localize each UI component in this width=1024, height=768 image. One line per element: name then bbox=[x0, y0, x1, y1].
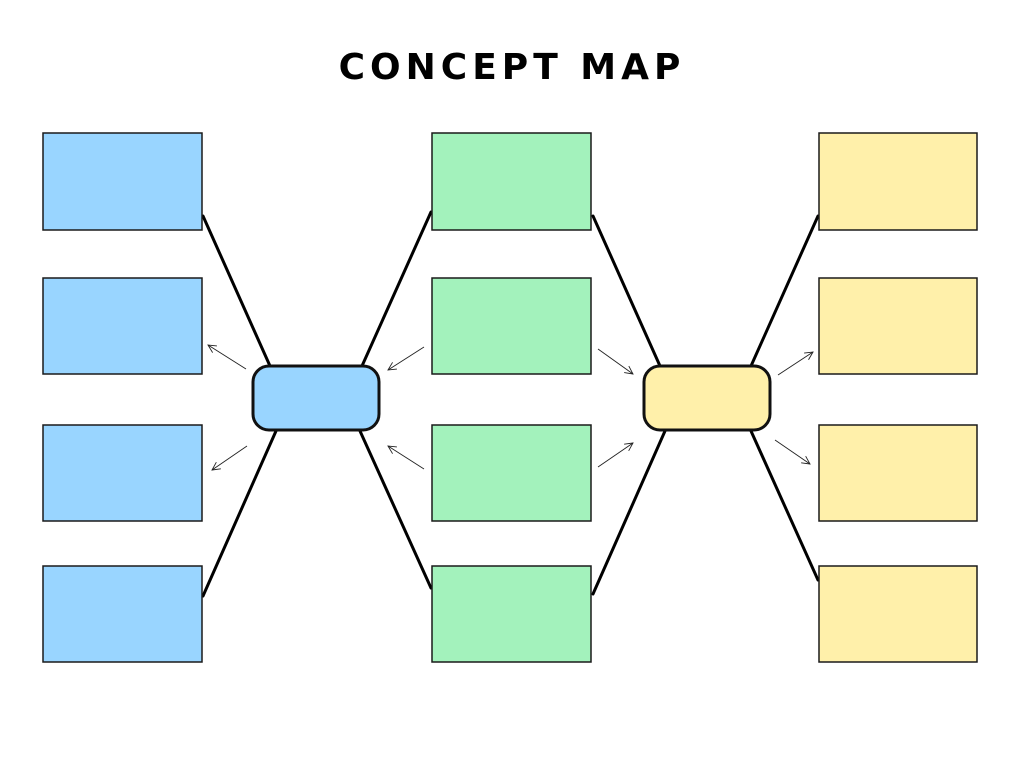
spoke-left-hub-to-left-box-4 bbox=[201, 429, 278, 598]
left-box-2[interactable] bbox=[42, 277, 203, 375]
page-title: CONCEPT MAP bbox=[338, 47, 686, 88]
arrow-center-box-2-to-right-hub bbox=[597, 348, 634, 375]
center-box-2[interactable] bbox=[431, 277, 592, 375]
spoke-right-hub-to-center-box-4 bbox=[591, 429, 667, 596]
arrow-right-hub-to-right-box-2 bbox=[777, 351, 814, 376]
spoke-left-hub-to-left-box-1 bbox=[201, 214, 272, 368]
center-box-4[interactable] bbox=[431, 565, 592, 663]
spoke-left-hub-to-center-box-4 bbox=[358, 429, 433, 590]
spoke-right-hub-to-center-box-1 bbox=[591, 214, 662, 368]
spoke-right-hub-to-right-box-4 bbox=[749, 429, 820, 582]
left-hub-node[interactable] bbox=[251, 364, 381, 432]
arrow-center-box-2-to-left-hub bbox=[387, 346, 425, 371]
right-box-3[interactable] bbox=[818, 424, 978, 522]
arrow-left-hub-to-left-box-3 bbox=[211, 445, 248, 471]
arrow-center-box-3-to-right-hub bbox=[597, 442, 634, 468]
arrow-left-hub-to-left-box-2 bbox=[207, 344, 247, 370]
spoke-left-hub-to-center-box-1 bbox=[360, 210, 433, 368]
left-box-3[interactable] bbox=[42, 424, 203, 522]
center-box-3[interactable] bbox=[431, 424, 592, 522]
right-box-2[interactable] bbox=[818, 277, 978, 375]
right-hub-node[interactable] bbox=[642, 364, 772, 432]
left-box-1[interactable] bbox=[42, 132, 203, 231]
arrow-right-hub-to-right-box-3 bbox=[774, 439, 811, 465]
right-box-4[interactable] bbox=[818, 565, 978, 663]
right-box-1[interactable] bbox=[818, 132, 978, 231]
center-box-1[interactable] bbox=[431, 132, 592, 231]
left-box-4[interactable] bbox=[42, 565, 203, 663]
arrow-center-box-3-to-left-hub bbox=[387, 445, 425, 470]
spoke-right-hub-to-right-box-1 bbox=[749, 214, 820, 368]
